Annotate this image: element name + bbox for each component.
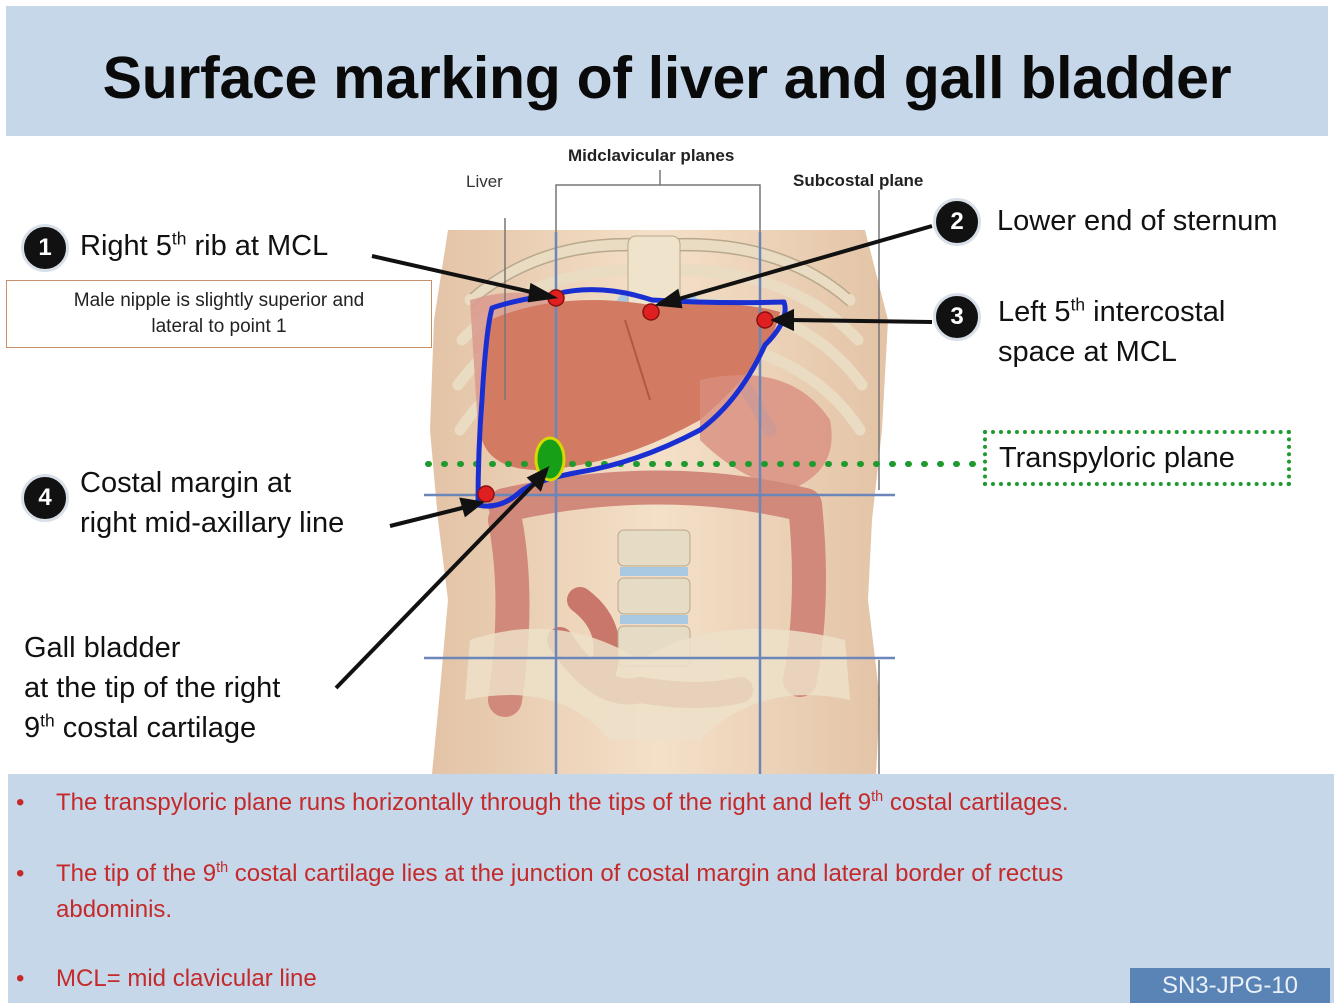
subcostal-plane-label: Subcostal plane <box>793 171 924 190</box>
title-bar: Surface marking of liver and gall bladde… <box>6 6 1328 136</box>
point-3-label: Left 5th intercostal space at MCL <box>998 294 1226 368</box>
notes-panel <box>8 774 1334 1003</box>
point-1-label: Right 5th rib at MCL <box>80 228 329 262</box>
liver-surface-outline <box>475 287 788 509</box>
point-4-label: Costal margin at right mid-axillary line <box>80 467 345 539</box>
gall-bladder-label: Gall bladder at the tip of the right 9th… <box>24 632 281 744</box>
point-1-badge: 1 <box>21 224 69 272</box>
midclavicular-planes-label: Midclavicular planes <box>568 146 735 165</box>
point-3-badge: 3 <box>933 293 981 341</box>
liver-label: Liver <box>466 172 503 191</box>
bullet-dot-icon: • <box>16 860 25 887</box>
point-2-label: Lower end of sternum <box>997 205 1278 237</box>
slide-id-badge: SN3-JPG-10 <box>1130 968 1330 1003</box>
point-4-badge: 4 <box>21 474 69 522</box>
nipple-note: Male nipple is slightly superior and lat… <box>6 280 432 348</box>
bullet-dot-icon: • <box>16 965 25 992</box>
bullet-dot-icon: • <box>16 789 25 816</box>
label-arrows <box>334 224 933 690</box>
slide-title: Surface marking of liver and gall bladde… <box>102 45 1232 111</box>
transpyloric-plane-label: Transpyloric plane <box>983 430 1291 486</box>
point-2-badge: 2 <box>933 198 981 246</box>
pelvis <box>465 628 850 740</box>
